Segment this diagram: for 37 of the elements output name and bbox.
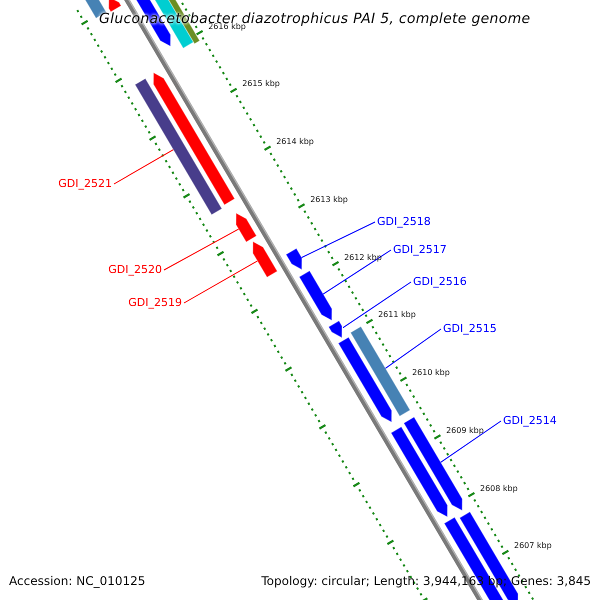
gene-label: GDI_2521 [58,178,112,189]
scale-label: 2609 kbp [446,426,484,435]
gene-feature [390,426,448,518]
gene-feature [328,320,342,339]
gene-feature [285,248,302,270]
gene-feature [338,336,392,423]
map-info-text: Accession: NC_010125 [9,575,146,587]
leader-line [342,282,412,328]
scale-label: 2613 kbp [310,196,348,204]
gene-label: GDI_2518 [377,216,431,227]
gene-feature [152,72,236,206]
scale-label: 2615 kbp [242,80,280,88]
scale-label: 2607 kbp [514,542,552,550]
leader-line [114,149,174,184]
leader-line [322,250,392,295]
gene-label: GDI_2519 [128,297,182,308]
gene-label: GDI_2514 [503,415,557,426]
leader-line [440,420,502,463]
gene-feature [298,270,332,322]
scale-label: 2612 kbp [344,254,382,262]
gene-label: GDI_2517 [393,244,447,255]
gene-bar [350,326,411,417]
gene-feature [252,240,278,278]
gene-label: GDI_2515 [443,323,497,334]
scale-label: 2610 kbp [412,369,450,378]
gene-bar [134,78,223,216]
scale-label: 2614 kbp [276,138,314,146]
leader-line [164,228,240,270]
scale-label: 2608 kbp [480,484,518,493]
leader-line [385,328,442,369]
leader-line [184,260,258,304]
leader-line [301,222,376,258]
gene-label: GDI_2516 [413,276,467,287]
gene-label: GDI_2520 [108,264,162,275]
gene-feature [236,212,258,243]
scale-label: 2611 kbp [378,311,416,320]
gene-feature [108,0,122,13]
